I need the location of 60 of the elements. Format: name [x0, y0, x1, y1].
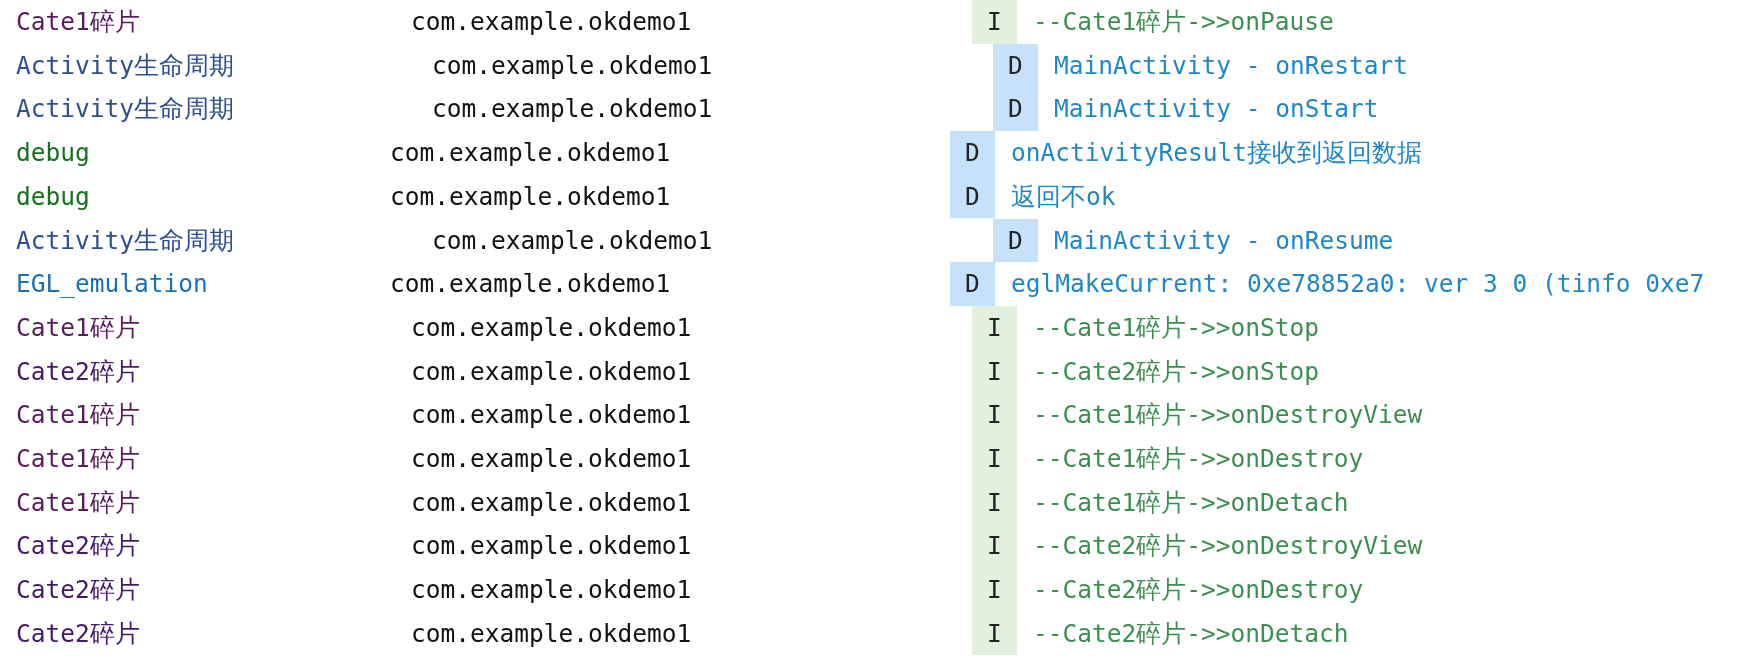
package-name: com.example.okdemo1 — [411, 311, 692, 344]
log-level-badge: D — [993, 87, 1038, 132]
log-level-badge: I — [972, 568, 1017, 612]
log-message: MainActivity - onResume — [1054, 224, 1394, 257]
log-message: --Cate2碎片->>onDestroy — [1033, 574, 1364, 607]
log-tag: Activity生命周期 — [16, 43, 234, 88]
log-message: eglMakeCurrent: 0xe78852a0: ver 3 0 (tinfo 0xe7 — [1011, 268, 1705, 301]
log-tag: Cate2碎片 — [16, 524, 140, 569]
package-name: com.example.okdemo1 — [390, 180, 671, 213]
log-message: --Cate2碎片->>onStop — [1033, 355, 1319, 388]
package-name: com.example.okdemo1 — [411, 443, 692, 475]
log-message: MainActivity - onStart — [1054, 93, 1379, 126]
log-level-badge: I — [972, 437, 1017, 481]
log-tag: Cate1碎片 — [16, 305, 140, 350]
log-message: onActivityResult接收到返回数据 — [1011, 137, 1422, 170]
package-name: com.example.okdemo1 — [411, 6, 692, 38]
log-message: --Cate1碎片->>onDestroyView — [1033, 399, 1423, 432]
log-tag: debug — [16, 131, 90, 175]
log-level-badge: D — [950, 174, 995, 219]
log-tag: Cate1碎片 — [16, 437, 140, 481]
log-tag: Cate1碎片 — [16, 0, 140, 44]
package-name: com.example.okdemo1 — [390, 268, 671, 301]
log-tag: Activity生命周期 — [16, 87, 234, 132]
package-name: com.example.okdemo1 — [432, 224, 713, 257]
log-level-badge: I — [972, 393, 1017, 437]
log-level-badge: I — [972, 305, 1017, 350]
log-level-badge: D — [950, 131, 995, 175]
log-level-badge: I — [972, 480, 1017, 525]
log-tag: Cate1碎片 — [16, 393, 140, 437]
log-message: --Cate2碎片->>onDetach — [1033, 617, 1349, 650]
log-tag: Cate2碎片 — [16, 611, 140, 656]
log-message: MainActivity - onRestart — [1054, 49, 1408, 82]
log-level-badge: I — [972, 524, 1017, 569]
log-message: --Cate1碎片->>onDetach — [1033, 486, 1349, 519]
package-name: com.example.okdemo1 — [432, 93, 713, 126]
log-tag: Cate1碎片 — [16, 480, 140, 525]
log-message: --Cate1碎片->>onPause — [1033, 6, 1334, 38]
package-name: com.example.okdemo1 — [411, 399, 692, 432]
log-level-badge: I — [972, 611, 1017, 656]
package-name: com.example.okdemo1 — [390, 137, 671, 170]
log-tag: Cate2碎片 — [16, 568, 140, 612]
log-level-badge: D — [993, 43, 1038, 88]
log-message: 返回不ok — [1011, 180, 1116, 213]
package-name: com.example.okdemo1 — [432, 49, 713, 82]
package-name: com.example.okdemo1 — [411, 530, 692, 563]
log-tag: Cate2碎片 — [16, 349, 140, 394]
package-name: com.example.okdemo1 — [411, 617, 692, 650]
log-tag: Activity生命周期 — [16, 218, 234, 263]
log-tag: EGL_emulation — [16, 262, 208, 306]
log-message: --Cate1碎片->>onStop — [1033, 311, 1319, 344]
log-message: --Cate1碎片->>onDestroy — [1033, 443, 1364, 475]
package-name: com.example.okdemo1 — [411, 355, 692, 388]
log-tag: debug — [16, 174, 90, 219]
log-level-badge: I — [972, 349, 1017, 394]
log-level-badge: I — [972, 0, 1017, 44]
log-message: --Cate2碎片->>onDestroyView — [1033, 530, 1423, 563]
log-level-badge: D — [993, 218, 1038, 263]
log-level-badge: D — [950, 262, 995, 306]
package-name: com.example.okdemo1 — [411, 486, 692, 519]
package-name: com.example.okdemo1 — [411, 574, 692, 607]
